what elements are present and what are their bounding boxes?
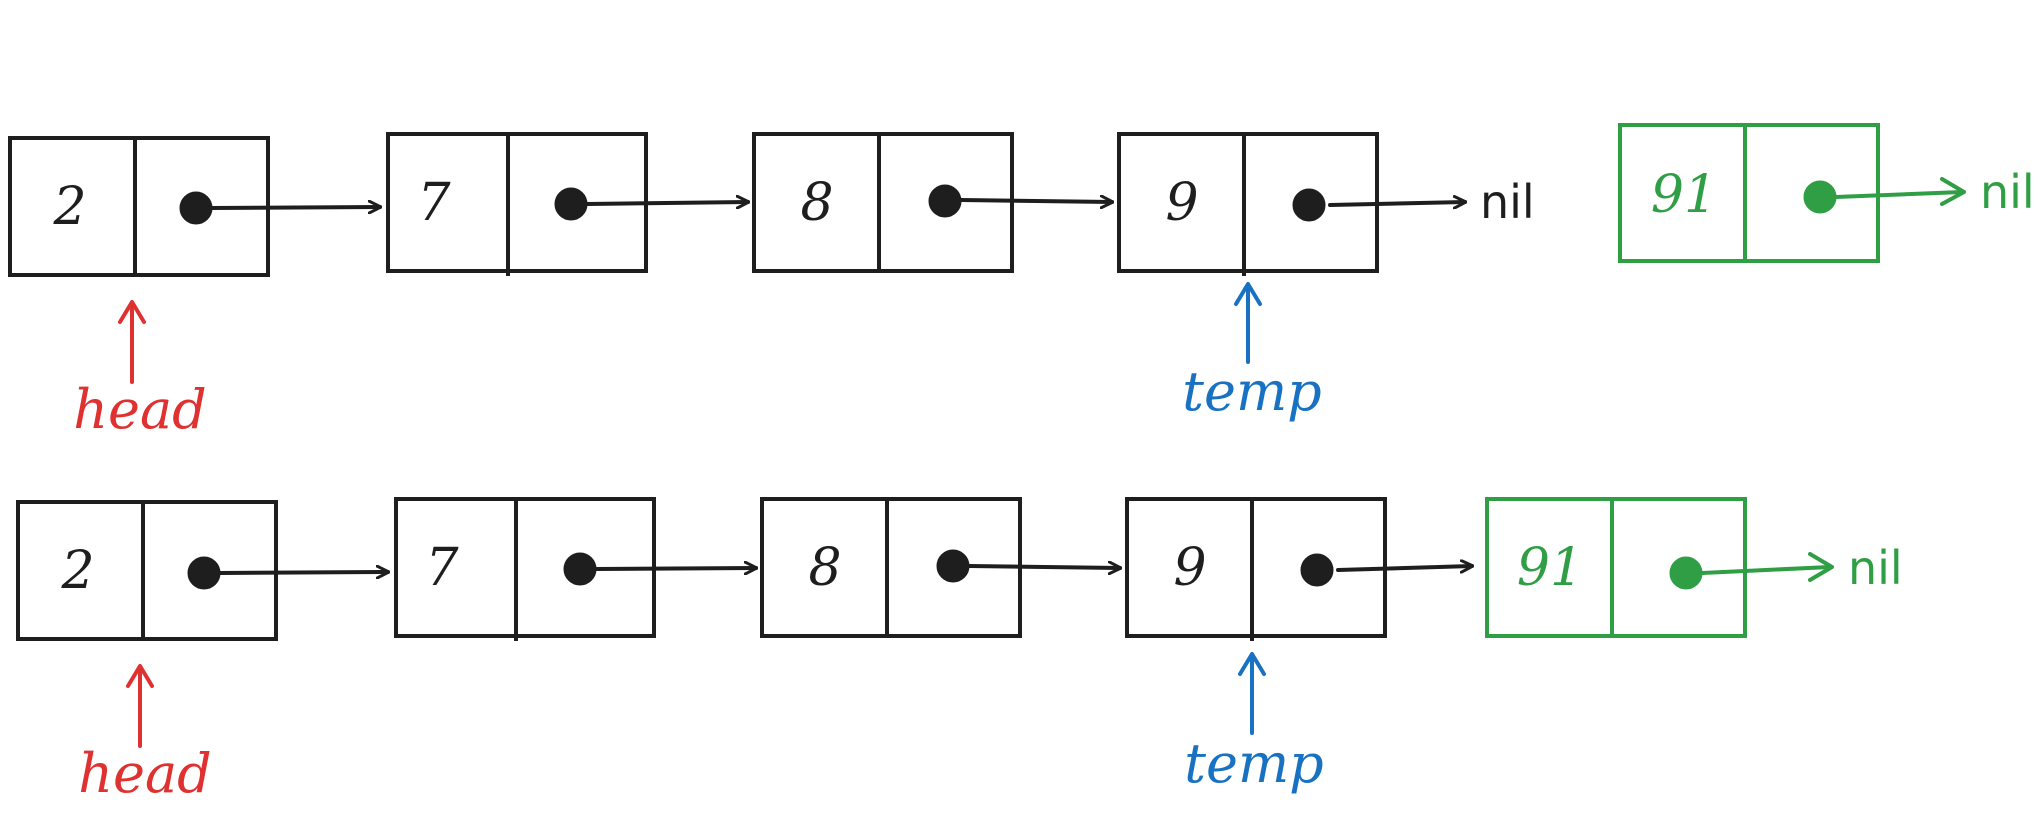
next-pointer-dot (936, 549, 970, 583)
next-arrow (959, 200, 1112, 202)
node-value: 9 (1165, 173, 1198, 233)
node-box (1485, 497, 1747, 638)
head-label: head (78, 742, 212, 805)
node-value: 8 (808, 538, 841, 598)
node-value: 7 (417, 173, 451, 233)
arrow-head (1808, 552, 1834, 582)
head-pointer: head (73, 300, 207, 441)
node-value: 8 (800, 173, 833, 233)
temp-pointer: temp (1184, 652, 1324, 795)
next-arrow (594, 568, 756, 569)
temp-pointer: temp (1182, 282, 1322, 423)
next-pointer-dot (187, 556, 221, 590)
node-box (16, 500, 278, 641)
node-value: 9 (1173, 538, 1206, 598)
temp-label: temp (1182, 360, 1321, 423)
next-arrow (1328, 202, 1465, 205)
node-box (1618, 123, 1880, 263)
next-pointer-dot (1669, 556, 1703, 590)
node-box (1117, 132, 1379, 273)
new-node-91-inserted: 91 (1485, 497, 1747, 638)
node-box (1125, 497, 1387, 638)
next-pointer-dot (1803, 180, 1837, 214)
head-pointer: head (78, 664, 212, 805)
arrow-head (1234, 282, 1262, 306)
arrow-head (126, 664, 154, 688)
row-before-insert: 2 7 8 9 nil (8, 123, 2035, 441)
nil-label: nil (1480, 175, 1535, 229)
node-box (752, 132, 1014, 273)
list-node-2: 2 (8, 136, 270, 277)
head-label: head (73, 378, 207, 441)
node-value: 91 (1517, 538, 1583, 598)
row-after-insert: 2 7 8 9 (16, 497, 1903, 805)
list-node-9: 9 (1125, 497, 1387, 641)
next-pointer-dot (179, 191, 213, 225)
next-arrow (218, 572, 388, 573)
arrow-head (1238, 652, 1266, 676)
arrow-head (1940, 177, 1966, 206)
next-arrow (210, 207, 380, 208)
next-pointer-dot (563, 552, 597, 586)
next-arrow (585, 202, 748, 204)
next-arrow (967, 566, 1120, 568)
node-value: 7 (425, 538, 459, 598)
nil-label: nil (1848, 541, 1903, 595)
next-pointer-dot (554, 187, 588, 221)
next-arrow (1834, 190, 1964, 199)
node-value: 2 (52, 177, 86, 237)
list-node-2: 2 (16, 500, 278, 641)
temp-label: temp (1184, 732, 1323, 795)
list-node-8: 8 (752, 132, 1014, 273)
new-node-91-detached: 91 (1618, 123, 1880, 263)
next-pointer-dot (1292, 188, 1326, 222)
next-arrow (1336, 566, 1472, 570)
next-arrow (1700, 565, 1832, 575)
node-value: 91 (1651, 165, 1717, 225)
next-pointer-dot (1300, 553, 1334, 587)
arrow-head (118, 300, 146, 324)
node-value: 2 (60, 541, 94, 601)
next-pointer-dot (928, 184, 962, 218)
nil-label: nil (1980, 165, 2035, 219)
